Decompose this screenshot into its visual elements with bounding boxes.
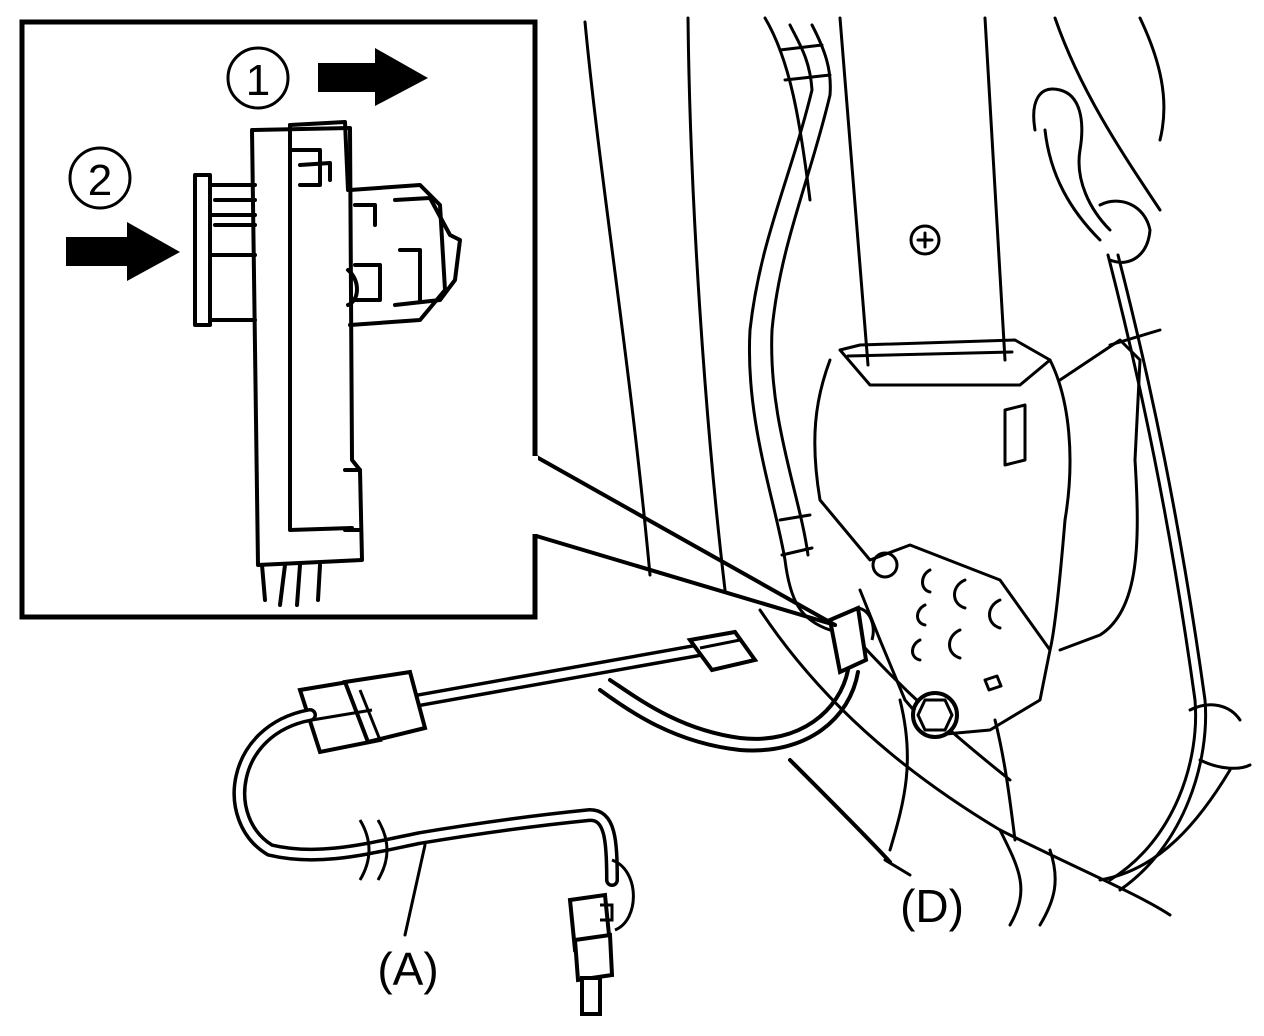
harness-d (598, 668, 892, 864)
seat-belt-retractor (813, 16, 1162, 737)
inset-connector (193, 120, 462, 607)
leader-lines (403, 843, 912, 937)
step-2-marker: 2 (68, 146, 132, 210)
label-d: (D) (900, 880, 964, 932)
harness-a (232, 708, 635, 1016)
anchor-bolt-icon (911, 691, 959, 739)
grab-hook (1032, 87, 1208, 892)
step-1-number: 1 (246, 56, 270, 105)
arrow-right-icon (318, 48, 428, 106)
label-a: (A) (377, 943, 438, 995)
zoom-wedge (531, 453, 837, 627)
mating-connector-pair (297, 629, 759, 755)
step-1-marker: 1 (226, 46, 290, 110)
vehicle-body (583, 16, 1252, 927)
body-connector-d (827, 605, 875, 675)
arrow-right-icon (66, 222, 180, 281)
belt-guide-tube (747, 23, 832, 632)
step-2-number: 2 (88, 156, 112, 205)
